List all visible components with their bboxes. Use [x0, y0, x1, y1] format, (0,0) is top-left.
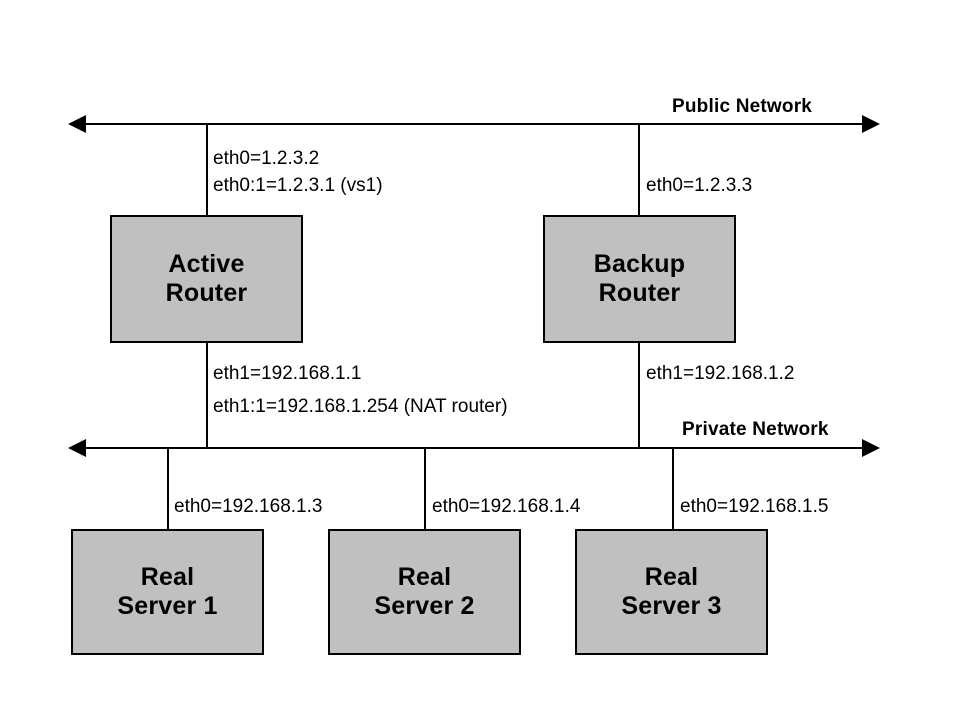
real-server-2-label-line1: Real	[397, 562, 452, 591]
public-network-bus-line	[86, 123, 862, 125]
public-network-arrow-right-icon	[862, 115, 880, 133]
real-server-3-box[interactable]: Real Server 3	[575, 529, 768, 655]
active-router-label-line1: Active	[168, 249, 245, 278]
backup-router-private-iface-0: eth1=192.168.1.2	[646, 363, 795, 384]
backup-router-label-line1: Backup	[593, 249, 686, 278]
real-server-2-label-line2: Server 2	[374, 592, 475, 620]
backup-router-box[interactable]: Backup Router	[543, 215, 736, 343]
backup-router-label-line2: Router	[598, 279, 681, 307]
real-server-1-iface-label: eth0=192.168.1.3	[174, 496, 323, 517]
private-network-bus-line	[86, 447, 862, 449]
real-server-1-box[interactable]: Real Server 1	[71, 529, 264, 655]
real-server-2-connector-line	[424, 448, 426, 531]
real-server-3-connector-line	[672, 448, 674, 531]
private-network-label: Private Network	[682, 419, 829, 440]
private-network-arrow-right-icon	[862, 439, 880, 457]
real-server-1-label-line2: Server 1	[117, 592, 218, 620]
active-router-public-iface-1: eth0:1=1.2.3.1 (vs1)	[213, 175, 383, 196]
real-server-1-label-line1: Real	[140, 562, 195, 591]
real-server-3-iface-label: eth0=192.168.1.5	[680, 496, 829, 517]
real-server-3-label-line1: Real	[644, 562, 699, 591]
real-server-2-box[interactable]: Real Server 2	[328, 529, 521, 655]
active-router-public-iface-0: eth0=1.2.3.2	[213, 148, 320, 169]
active-router-private-iface-1: eth1:1=192.168.1.254 (NAT router)	[213, 396, 508, 417]
backup-router-public-iface-0: eth0=1.2.3.3	[646, 175, 753, 196]
public-network-label: Public Network	[672, 96, 813, 117]
active-router-private-iface-0: eth1=192.168.1.1	[213, 363, 362, 384]
real-server-2-iface-label: eth0=192.168.1.4	[432, 496, 581, 517]
active-router-label-line2: Router	[165, 279, 248, 307]
private-network-arrow-left-icon	[68, 439, 86, 457]
public-network-arrow-left-icon	[68, 115, 86, 133]
real-server-3-label-line2: Server 3	[621, 592, 722, 620]
real-server-1-connector-line	[167, 448, 169, 531]
active-router-box[interactable]: Active Router	[110, 215, 303, 343]
